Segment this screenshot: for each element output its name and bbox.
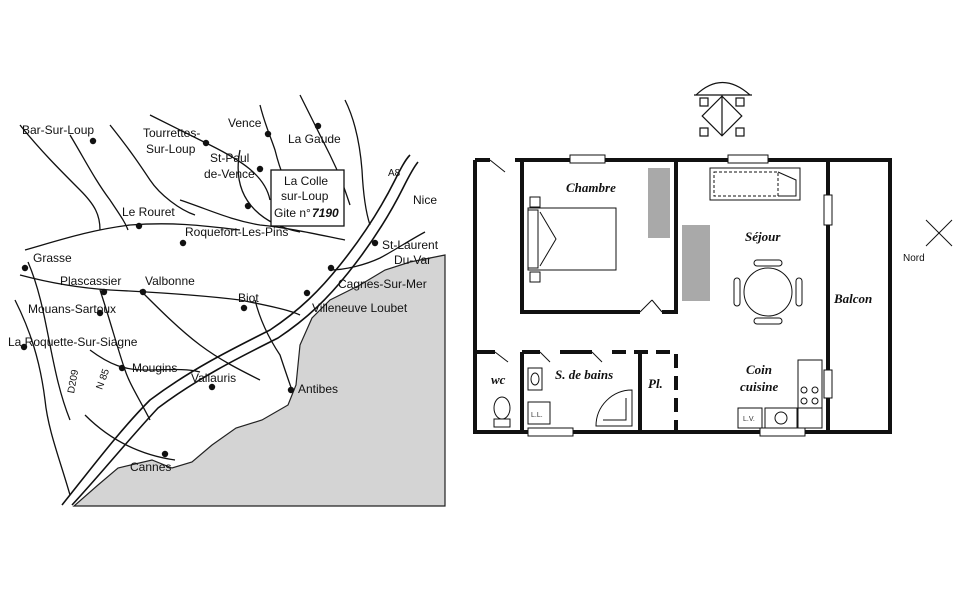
town-label-tourrettes: Tourrettes- [143,126,200,140]
appliance-ll-label: L.L. [531,412,543,419]
room-label-balcon: Balcon [833,291,872,306]
room-label-sdb: S. de bains [555,367,613,382]
bathroom-fixtures [527,367,633,427]
a8-motorway [61,154,419,506]
wardrobe-chambre [648,168,670,238]
town-label-st-paul: St-Paul [210,151,249,165]
minor-roads [14,94,426,496]
toilet [493,396,511,428]
town-label-antibes: Antibes [298,382,338,396]
town-label-biot: Biot [238,291,259,305]
sofa [709,167,801,201]
room-label-cuisine: cuisine [740,379,779,394]
svg-text:La Colle: La Colle [284,174,328,188]
room-label-wc: wc [491,372,506,387]
room-label-chambre: Chambre [566,180,616,195]
town-label-roquette: La Roquette-Sur-Siagne [8,335,138,349]
town-label-mougins: Mougins [132,361,177,375]
town-label-cannes: Cannes [130,460,171,474]
town-label-cagnes: Cagnes-Sur-Mer [338,277,427,291]
town-label-st-paul-2: de-Vence [204,167,255,181]
town-label-roquefort: Roquefort-Les-Pins [185,225,288,239]
svg-text:sur-Loup: sur-Loup [281,189,329,203]
road-label-a8: A8 [388,168,401,179]
gite-number-prefix: Gite n° [274,206,311,220]
gite-callout: La Colle sur-Loup Gite n° 7190 [270,169,345,227]
town-label-villeneuve: Villeneuve Loubet [312,301,408,315]
town-label-bar-sur-loup: Bar-Sur-Loup [22,123,94,137]
town-label-grasse: Grasse [33,251,72,265]
road-label-d209: D209 [66,368,81,394]
walls [473,158,892,434]
room-label-sejour: Séjour [745,229,781,244]
town-label-tourrettes-2: Sur-Loup [146,142,196,156]
appliance-lv-label: L.V. [743,416,755,423]
town-label-nice: Nice [413,193,437,207]
room-label-placard: Pl. [648,376,663,391]
gite-number: 7190 [312,206,339,220]
town-label-plascassier: Plascassier [60,274,121,288]
town-label-st-laurent-2: Du-Var [394,253,431,267]
kitchen-units [737,359,823,429]
town-label-vallauris: Vallauris [191,371,236,385]
parasol-table-icon [694,82,752,137]
double-bed [527,196,617,283]
town-label-st-laurent: St-Laurent [382,238,439,252]
north-label: Nord [903,253,925,264]
town-label-vence: Vence [228,116,262,130]
town-label-le-rouret: Le Rouret [122,205,175,219]
town-dots [20,122,379,458]
door-swings [489,159,663,363]
room-label-coin: Coin [746,362,772,377]
wardrobe-sejour [682,225,710,301]
windows [527,154,833,437]
sea-area [72,254,446,507]
town-label-valbonne: Valbonne [145,274,195,288]
town-label-mouans: Mouans-Sartoux [28,302,116,316]
town-label-la-gaude: La Gaude [288,132,341,146]
north-arrow-icon [925,219,953,247]
dining-table [733,259,803,325]
